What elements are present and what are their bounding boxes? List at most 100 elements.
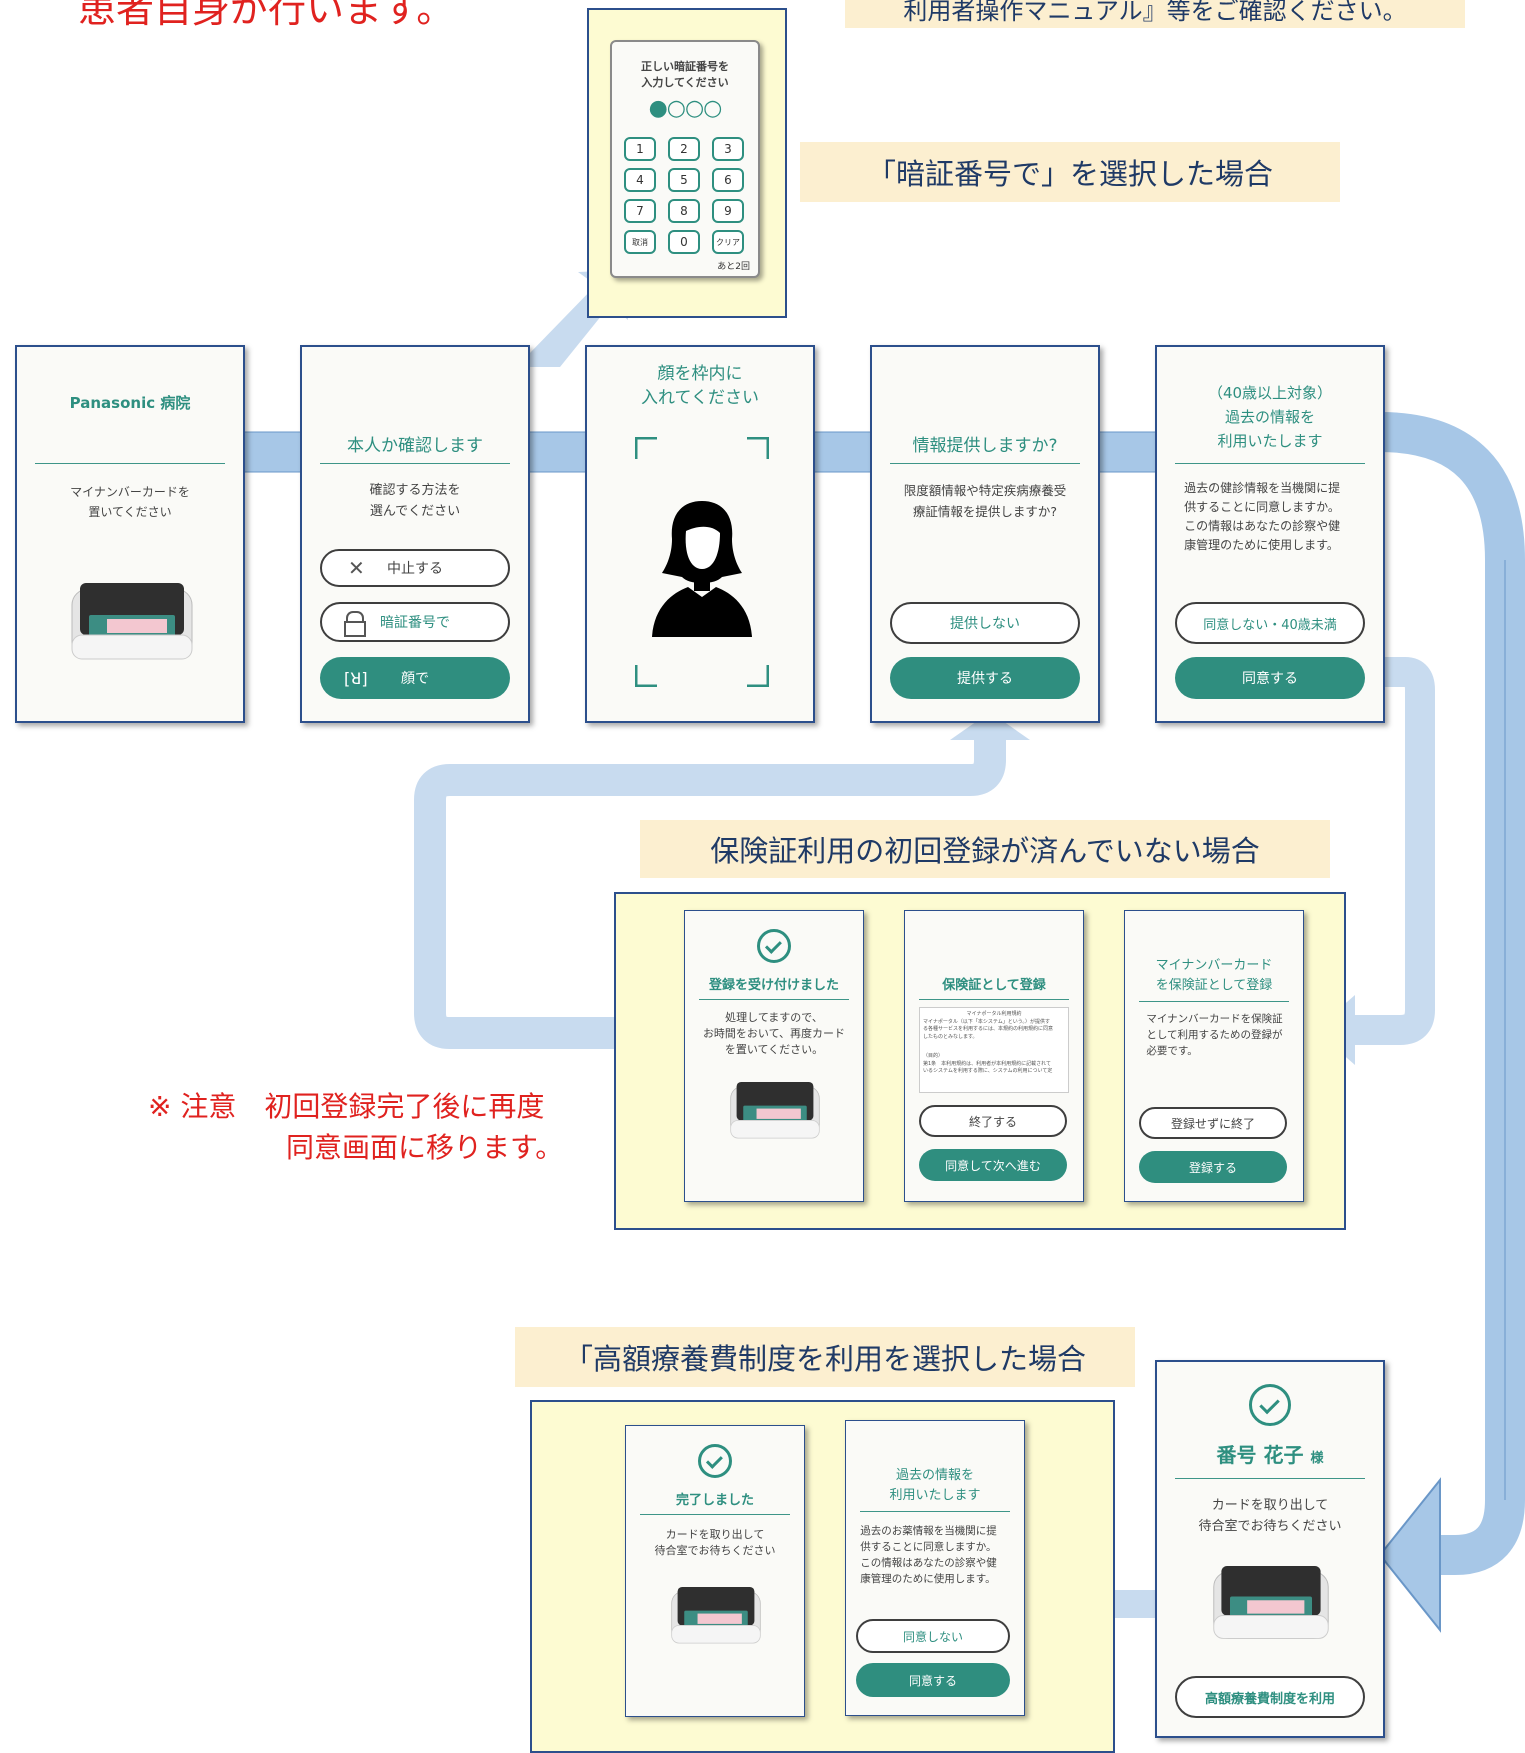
pin-key-cancel[interactable]: 取消 — [624, 230, 656, 254]
high-cost-flow-box — [530, 1400, 1115, 1753]
decline-button[interactable]: 同意しない — [856, 1619, 1010, 1653]
divider — [1175, 463, 1365, 464]
divider — [640, 1514, 790, 1515]
pin-dots: ●○○○ — [648, 96, 723, 121]
screen-place-card: Panasonic 病院 マイナンバーカードを 置いてください — [15, 345, 245, 723]
past-msg-2: 供することに同意しますか。 — [1184, 500, 1340, 514]
right-loop-arrow-head — [1378, 1477, 1441, 1633]
patient-name: 番号 花子 様 — [1216, 1443, 1324, 1467]
terms-title: 保険証として登録 — [942, 978, 1046, 993]
pin-title-1: 正しい暗証番号を — [641, 60, 729, 73]
divider — [919, 999, 1069, 1000]
person-silhouette-icon — [652, 501, 752, 637]
face-scan-icon: [ꓤ] — [344, 668, 368, 688]
pin-key-5[interactable]: 5 — [668, 168, 700, 192]
screen-identity: 本人か確認します 確認する方法を 選んでください ✕ 中止する 暗証番号で [ꓤ… — [300, 345, 530, 723]
screen-info-provide: 情報提供しますか? 限度額情報や特定疾病療養受 療証情報を提供しますか? 提供し… — [870, 345, 1100, 723]
provide-button[interactable]: 提供する — [890, 657, 1080, 699]
close-icon: ✕ — [348, 556, 365, 580]
divider — [860, 1511, 1010, 1512]
divider — [890, 463, 1080, 464]
divider — [1175, 1478, 1365, 1479]
past-title-2: 過去の情報を — [1224, 408, 1315, 426]
end-button[interactable]: 終了する — [919, 1105, 1067, 1137]
completed-msg-2: 待合室でお待ちください — [654, 1544, 776, 1557]
card-reader-icon — [1213, 1565, 1329, 1639]
hospital-name: Panasonic 病院 — [69, 394, 191, 412]
reg-start-msg-3: 必要です。 — [1146, 1045, 1198, 1057]
agree-button[interactable]: 同意する — [1175, 657, 1365, 699]
pin-key-6[interactable]: 6 — [712, 168, 744, 192]
check-icon — [698, 1444, 732, 1478]
screen-past-info: （40歳以上対象） 過去の情報を 利用いたします 過去の健診情報を当機関に提 供… — [1155, 345, 1385, 723]
divider — [35, 463, 225, 464]
agree-button[interactable]: 同意する — [856, 1663, 1010, 1697]
screen-completed: 完了しました カードを取り出して 待合室でお待ちください — [625, 1425, 805, 1717]
card-reader-icon — [71, 583, 193, 660]
pin-screen: 正しい暗証番号を 入力してください ●○○○ 1 2 3 4 5 6 7 8 9… — [610, 40, 760, 278]
info-title: 情報提供しますか? — [912, 436, 1058, 456]
screen-register-insurance: マイナンバーカード を保険証として登録 マイナンバーカードを保険証 として利用す… — [1124, 910, 1304, 1202]
header-right-banner: 利用者操作マニュアル』等をご確認ください。 — [845, 0, 1465, 28]
past-title-3: 利用いたします — [1217, 432, 1323, 450]
divider — [320, 463, 510, 464]
past-med-msg-4: 康管理のために使用します。 — [860, 1573, 996, 1585]
skip-register-button[interactable]: 登録せずに終了 — [1139, 1107, 1287, 1139]
past-med-title-1: 過去の情報を — [895, 1468, 974, 1483]
past-msg-1: 過去の健診情報を当機関に提 — [1184, 481, 1341, 495]
face-title-1: 顔を枠内に — [657, 364, 743, 384]
screen-past-medication: 過去の情報を 利用いたします 過去のお薬情報を当機関に提 供することに同意します… — [845, 1420, 1025, 1716]
unregistered-branch — [1350, 657, 1435, 1045]
pin-key-0[interactable]: 0 — [668, 230, 700, 254]
banner-high-cost: 「高額療養費制度を利用を選択した場合 — [515, 1327, 1135, 1387]
pin-key-clear[interactable]: クリア — [712, 230, 744, 254]
reg-start-msg-2: として利用するための登録が — [1146, 1029, 1283, 1041]
place-card-msg-2: 置いてください — [88, 505, 172, 519]
right-loop-arrow — [1379, 412, 1525, 1575]
check-icon — [1249, 1384, 1291, 1426]
face-title-2: 入れてください — [641, 388, 759, 408]
screen-final-welcome: 番号 花子 様 カードを取り出して 待合室でお待ちください 高額療養費制度を利用 — [1155, 1360, 1385, 1738]
screen-face-capture: 顔を枠内に 入れてください — [585, 345, 815, 723]
identity-msg-2: 選んでください — [369, 504, 461, 519]
pin-key-1[interactable]: 1 — [624, 137, 656, 161]
completed-msg-1: カードを取り出して — [665, 1528, 765, 1541]
pin-button[interactable]: 暗証番号で — [320, 602, 510, 642]
card-reader-icon — [730, 1081, 820, 1139]
past-med-msg-1: 過去のお薬情報を当機関に提 — [860, 1525, 997, 1537]
decline-provide-button[interactable]: 提供しない — [890, 602, 1080, 644]
banner-not-registered: 保険証利用の初回登録が済んでいない場合 — [640, 820, 1330, 878]
past-title-1: （40歳以上対象） — [1207, 384, 1333, 402]
agree-next-button[interactable]: 同意して次へ進む — [919, 1149, 1067, 1181]
pin-title-2: 入力してください — [641, 76, 729, 89]
past-med-msg-3: この情報はあなたの診察や健 — [860, 1557, 997, 1569]
terms-scroll-box[interactable]: マイナポータル利用規約 マイナポータル（以下「本システム」という。）が提供す る… — [919, 1007, 1069, 1093]
card-reader-icon — [671, 1586, 761, 1644]
decline-under40-button[interactable]: 同意しない・40歳未満 — [1175, 602, 1365, 644]
place-card-msg-1: マイナンバーカードを — [70, 485, 190, 499]
reg-done-msg-1: 処理してますので、 — [725, 1011, 823, 1024]
pin-key-4[interactable]: 4 — [624, 168, 656, 192]
register-button[interactable]: 登録する — [1139, 1151, 1287, 1183]
reg-done-msg-2: お時間をおいて、再度カード — [702, 1027, 846, 1040]
back-loop-arrow-head — [950, 712, 1030, 740]
divider — [699, 999, 849, 1000]
past-med-msg-2: 供することに同意しますか。 — [860, 1541, 997, 1553]
pin-key-3[interactable]: 3 — [712, 137, 744, 161]
banner-pin-selected: 「暗証番号で」を選択した場合 — [800, 142, 1340, 202]
identity-title: 本人か確認します — [347, 436, 483, 456]
final-msg-2: 待合室でお待ちください — [1198, 1519, 1342, 1534]
face-button[interactable]: [ꓤ] 顔で — [320, 657, 510, 699]
past-msg-3: この情報はあなたの診察や健 — [1184, 519, 1341, 533]
pin-key-7[interactable]: 7 — [624, 199, 656, 223]
pin-key-8[interactable]: 8 — [668, 199, 700, 223]
reg-start-msg-1: マイナンバーカードを保険証 — [1146, 1013, 1283, 1025]
note-line-1: ※ 注意 初回登録完了後に再度 — [148, 1090, 545, 1123]
high-cost-button[interactable]: 高額療養費制度を利用 — [1175, 1676, 1365, 1718]
pin-key-9[interactable]: 9 — [712, 199, 744, 223]
screen-registration-accepted: 登録を受け付けました 処理してますので、 お時間をおいて、再度カード を置いてく… — [684, 910, 864, 1202]
lock-body — [344, 621, 366, 637]
pin-key-2[interactable]: 2 — [668, 137, 700, 161]
check-icon — [757, 929, 791, 963]
cancel-button[interactable]: ✕ 中止する — [320, 549, 510, 587]
